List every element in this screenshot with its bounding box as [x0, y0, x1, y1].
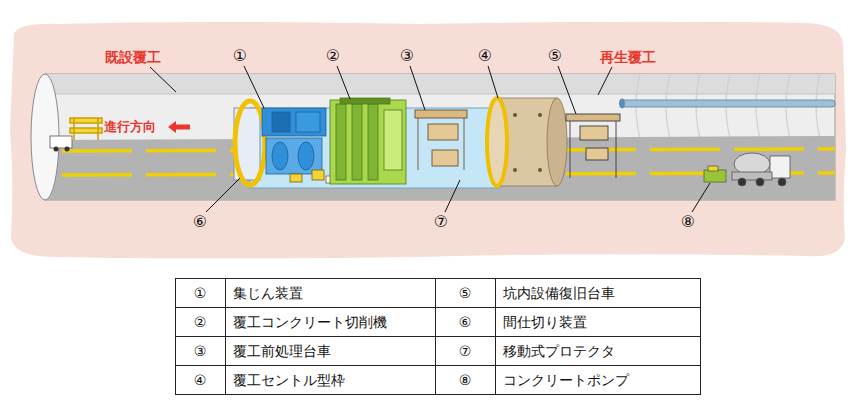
bulkhead-ring [235, 101, 265, 185]
small-vehicles [290, 170, 336, 183]
table-cell: 坑内設備復旧台車 [503, 285, 615, 301]
table-cell: ⑧ [459, 372, 472, 388]
direction-arrow [168, 121, 190, 133]
cutting-machine [330, 98, 406, 184]
leader-lines [150, 66, 710, 212]
table-cell: 移動式プロテクタ [503, 343, 615, 359]
table-cell: コンクリートポンプ [503, 372, 629, 388]
table-cell: ⑦ [459, 343, 472, 359]
table-cell: ① [194, 285, 207, 301]
callout-number: ⑥ [193, 213, 207, 231]
lining-edge [45, 94, 835, 95]
table-cell: 間仕切り装置 [503, 314, 587, 330]
dust-collector [262, 108, 326, 174]
callout-number: ③ [400, 47, 414, 65]
callout-number: ① [233, 47, 247, 65]
table-grid [175, 278, 701, 395]
table-cell: ③ [194, 343, 207, 359]
callout-number: ② [326, 47, 340, 65]
table-cell: ⑥ [459, 314, 472, 330]
table-cell: 覆工コンクリート切削機 [233, 314, 387, 330]
callout-number: ⑦ [434, 213, 448, 231]
mixer-truck [732, 153, 790, 186]
table-cell: ④ [194, 372, 207, 388]
pretreatment-carriage [415, 110, 467, 170]
ground-blob [10, 22, 846, 259]
table-cell: 覆工前処理台車 [233, 343, 331, 359]
table-cell: 覆工セントル型枠 [233, 372, 345, 388]
table-cell: ② [194, 314, 207, 330]
lining-form [487, 98, 567, 186]
table-cell: ⑤ [459, 285, 472, 301]
tunnel-crown [45, 74, 835, 94]
lining-label: 再生覆工 [600, 49, 656, 65]
table-cell: 集じん装置 [233, 285, 303, 301]
callout-number: ④ [478, 47, 492, 65]
truck [50, 136, 72, 152]
pipe [620, 100, 835, 107]
callout-number: ⑧ [681, 213, 695, 231]
lining-label: 既設覆工 [105, 49, 161, 65]
concrete-pump [704, 166, 726, 182]
direction-label: 進行方向 [104, 120, 156, 135]
scaffold [70, 118, 102, 140]
callout-number: ⑤ [548, 47, 562, 65]
pipe-end [619, 99, 625, 109]
restoration-carriage [566, 114, 620, 178]
